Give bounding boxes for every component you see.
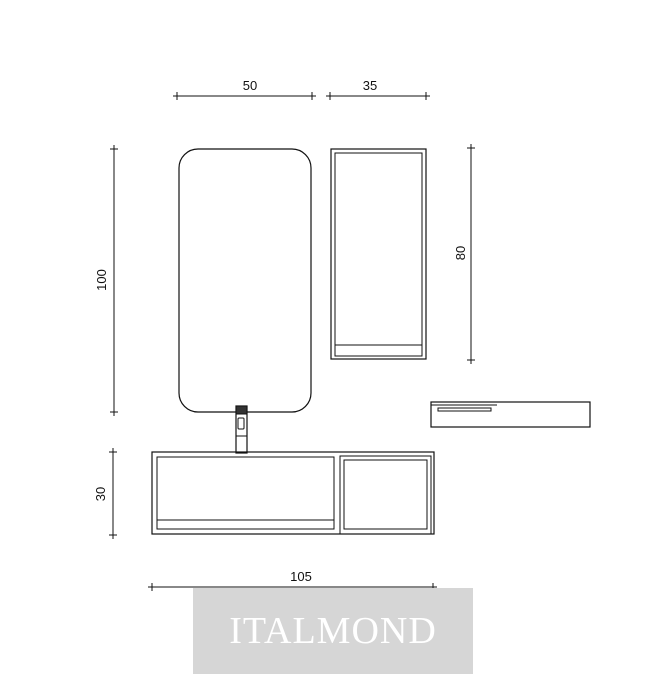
vanity-unit bbox=[151, 451, 435, 535]
mirror bbox=[178, 148, 312, 413]
cabinet-height-label: 80 bbox=[453, 246, 468, 260]
wall-shelf bbox=[430, 401, 591, 428]
dimension-lines bbox=[109, 92, 475, 591]
brand-watermark: ITALMOND bbox=[193, 588, 473, 674]
tall-cabinet bbox=[330, 148, 427, 360]
mirror-height-label: 100 bbox=[94, 269, 109, 291]
brand-watermark-text: ITALMOND bbox=[229, 610, 437, 652]
cabinet-width-label: 35 bbox=[363, 78, 377, 93]
mirror-width-label: 50 bbox=[243, 78, 257, 93]
vanity-height-label: 30 bbox=[93, 487, 108, 501]
faucet bbox=[233, 405, 250, 454]
vanity-width-label: 105 bbox=[290, 569, 312, 584]
